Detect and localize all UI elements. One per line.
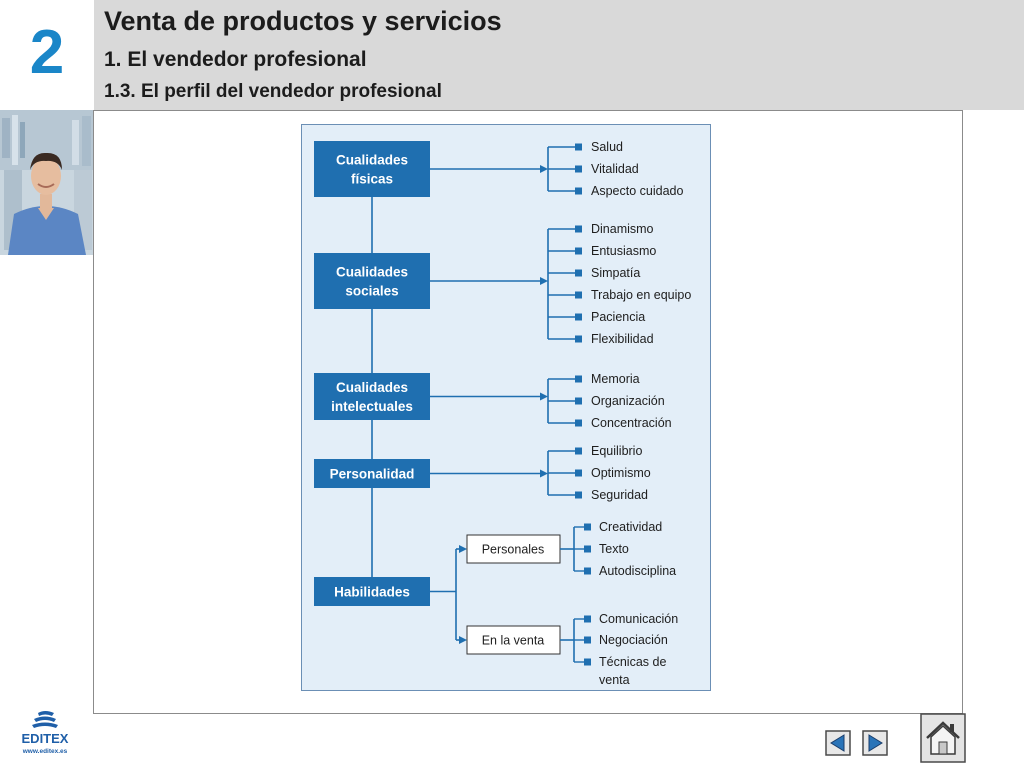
diagram-branch-bullet: [575, 491, 582, 499]
diagram-connector-arrow-head: [540, 392, 548, 401]
editex-logo-text: EDITEX: [22, 731, 69, 746]
diagram-item-label: Optimismo: [591, 466, 651, 480]
diagram-category-label: físicas: [351, 172, 393, 187]
diagram-category-label: intelectuales: [331, 399, 413, 414]
diagram-category-label: Cualidades: [336, 380, 408, 395]
chapter-badge: 2: [0, 0, 94, 110]
header-bar: [0, 0, 1024, 110]
diagram-branch-bullet: [575, 165, 582, 173]
diagram-category-box: [314, 141, 430, 197]
triangle-right-icon: [868, 734, 883, 752]
diagram-branch-bullet: [575, 143, 582, 151]
diagram-category-label: Personalidad: [330, 467, 415, 482]
diagram-item-label: Negociación: [599, 633, 668, 647]
diagram-item-label: Aspecto cuidado: [591, 184, 683, 198]
diagram-connector-arrow-head: [540, 277, 548, 285]
diagram-item-label: Concentración: [591, 416, 672, 430]
diagram-item-label: venta: [599, 673, 630, 687]
house-icon: [926, 721, 960, 755]
diagram-category-label: Cualidades: [336, 265, 408, 280]
diagram-branch-bullet: [575, 335, 582, 343]
diagram-branch-bullet: [575, 187, 582, 195]
diagram-sub-arrow-head: [459, 636, 467, 644]
diagram-category-box: [314, 459, 430, 488]
diagram-category-box: [314, 373, 430, 420]
diagram-branch-bullet: [575, 375, 582, 383]
diagram-category-box: [314, 253, 430, 309]
diagram-branch-bullet: [575, 225, 582, 233]
diagram-item-label: Paciencia: [591, 310, 645, 324]
diagram-subgroup-box: [466, 534, 561, 564]
diagram-item-label: Trabajo en equipo: [591, 288, 691, 302]
salesperson-photo: [0, 110, 93, 255]
diagram-item-label: Dinamismo: [591, 222, 654, 236]
diagram-branch-bullet: [575, 269, 582, 277]
diagram-item-label: Memoria: [591, 372, 640, 386]
chapter-number: 2: [29, 18, 65, 87]
diagram-item-label: Texto: [599, 542, 629, 556]
diagram-subgroup-label: En la venta: [482, 634, 545, 648]
diagram-subgroup-box: [466, 625, 561, 655]
diagram-branch-bullet: [575, 291, 582, 299]
diagram-category-label: Cualidades: [336, 153, 408, 168]
editex-logo: EDITEX www.editex.es: [14, 710, 76, 760]
diagram-item-label: Equilibrio: [591, 444, 642, 458]
diagram-item-label: Vitalidad: [591, 162, 639, 176]
diagram-item-label: Técnicas de: [599, 655, 666, 669]
diagram-connector-arrow-head: [540, 469, 548, 478]
diagram-item-label: Organización: [591, 394, 665, 408]
page-title: Venta de productos y servicios: [104, 6, 502, 36]
diagram-sub-branch-bullet: [584, 636, 591, 644]
diagram-item-label: Autodisciplina: [599, 564, 676, 578]
diagram-item-label: Salud: [591, 140, 623, 154]
diagram-connector-arrow-head: [540, 165, 548, 173]
triangle-left-icon: [830, 734, 845, 752]
diagram-sub-branch-bullet: [584, 545, 591, 553]
diagram-branch-bullet: [575, 447, 582, 455]
diagram-category-label: sociales: [345, 284, 398, 299]
previous-slide-button[interactable]: [825, 730, 851, 756]
next-slide-button[interactable]: [862, 730, 888, 756]
diagram-sub-branch-bullet: [584, 615, 591, 623]
diagram-item-label: Seguridad: [591, 488, 648, 502]
diagram-branch-bullet: [575, 397, 582, 405]
diagram-category-label: Habilidades: [334, 585, 410, 600]
diagram-category-box: [314, 577, 430, 606]
diagram-item-label: Simpatía: [591, 266, 640, 280]
diagram-item-label: Creatividad: [599, 520, 662, 534]
diagram-sub-branch-bullet: [584, 658, 591, 666]
diagram-item-label: Comunicación: [599, 612, 678, 626]
diagram-branch-bullet: [575, 313, 582, 321]
diagram-branch-bullet: [575, 469, 582, 477]
editex-logo-url: www.editex.es: [22, 748, 68, 755]
diagram-sub-arrow-head: [459, 545, 467, 553]
diagram-item-label: Entusiasmo: [591, 244, 656, 258]
diagram-sub-branch-bullet: [584, 523, 591, 531]
diagram-item-label: Flexibilidad: [591, 332, 654, 346]
diagram-sub-branch-bullet: [584, 567, 591, 575]
editex-logo-icon: EDITEX www.editex.es: [22, 711, 69, 755]
page-subtitle: 1. El vendedor profesional: [104, 48, 367, 71]
diagram-branch-bullet: [575, 247, 582, 255]
diagram-branch-bullet: [575, 419, 582, 427]
home-button[interactable]: [920, 713, 966, 763]
diagram-subgroup-label: Personales: [482, 543, 545, 557]
section-title: 1.3. El perfil del vendedor profesional: [104, 81, 442, 102]
